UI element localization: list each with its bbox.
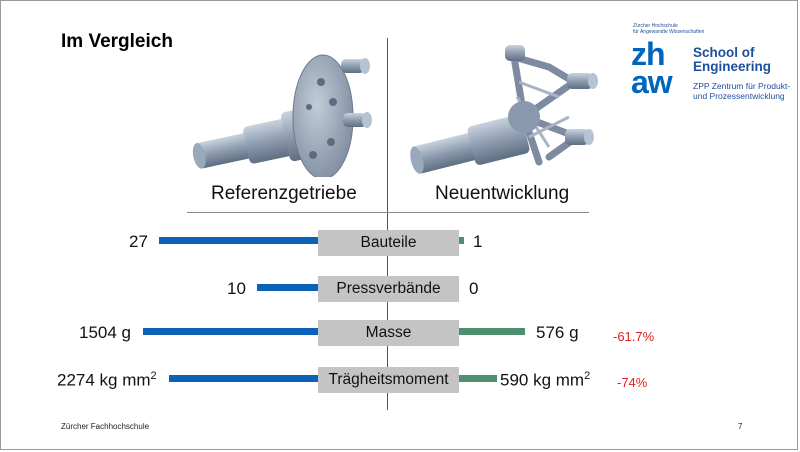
center-divider xyxy=(387,38,388,410)
bauteile-right-value: 1 xyxy=(473,232,483,251)
slide-title: Im Vergleich xyxy=(61,31,173,52)
traegheit-change: -74% xyxy=(617,375,648,390)
logo-institution-line2: für Angewandte Wissenschaften xyxy=(633,29,705,35)
masse-label: Masse xyxy=(318,320,459,346)
bauteile-left-bar xyxy=(159,237,318,244)
traegheit-left-bar xyxy=(169,375,318,382)
new-design-part-image xyxy=(410,45,598,174)
pressverbaende-left-value: 10 xyxy=(227,279,246,298)
header-divider xyxy=(187,212,589,213)
new-column-label: Neuentwicklung xyxy=(435,183,570,204)
traegheit-left-value-text: 2274 kg mm xyxy=(57,370,151,390)
traegheit-right-unit-exponent: 2 xyxy=(584,370,591,382)
pressverbaende-left-bar xyxy=(257,284,318,291)
logo-zpp-line1: ZPP Zentrum für Produkt- xyxy=(693,81,791,91)
logo-mark-bottom: aw xyxy=(631,64,673,100)
zhaw-logo: Zürcher Hochschule für Angewandte Wissen… xyxy=(631,23,791,113)
bauteile-label: Bauteile xyxy=(318,230,459,256)
page-number: 7 xyxy=(738,422,743,431)
bauteile-left-value: 27 xyxy=(129,232,148,251)
masse-left-value: 1504 g xyxy=(79,323,131,342)
masse-left-bar xyxy=(143,328,318,335)
reference-column-label: Referenzgetriebe xyxy=(211,183,357,204)
logo-institution-line1: Zürcher Hochschule xyxy=(633,23,678,29)
logo-school-line1: School of xyxy=(693,45,755,60)
pressverbaende-label: Pressverbände xyxy=(318,276,459,302)
logo-school: School of Engineering xyxy=(693,46,771,74)
traegheit-right-value: 590 kg mm2 xyxy=(500,370,590,391)
bauteile-right-bar xyxy=(459,237,464,244)
masse-right-bar xyxy=(459,328,525,335)
logo-mark-top: zh xyxy=(631,36,666,72)
traegheit-label: Trägheitsmoment xyxy=(318,367,459,393)
logo-institution: Zürcher Hochschule für Angewandte Wissen… xyxy=(633,23,704,35)
traegheit-right-bar xyxy=(459,375,497,382)
traegheit-right-value-text: 590 kg mm xyxy=(500,370,585,390)
traegheit-left-unit-exponent: 2 xyxy=(150,370,157,382)
masse-right-value: 576 g xyxy=(536,323,579,342)
reference-gear-part-image xyxy=(192,54,372,177)
logo-zpp: ZPP Zentrum für Produkt- und Prozessentw… xyxy=(693,81,790,101)
footer-text: Zürcher Fachhochschule xyxy=(61,422,150,431)
traegheit-left-value: 2274 kg mm2 xyxy=(57,370,157,391)
logo-school-line2: Engineering xyxy=(693,59,772,74)
masse-change: -61.7% xyxy=(613,329,655,344)
logo-zpp-line2: und Prozessentwicklung xyxy=(693,91,785,101)
pressverbaende-right-value: 0 xyxy=(469,279,479,298)
